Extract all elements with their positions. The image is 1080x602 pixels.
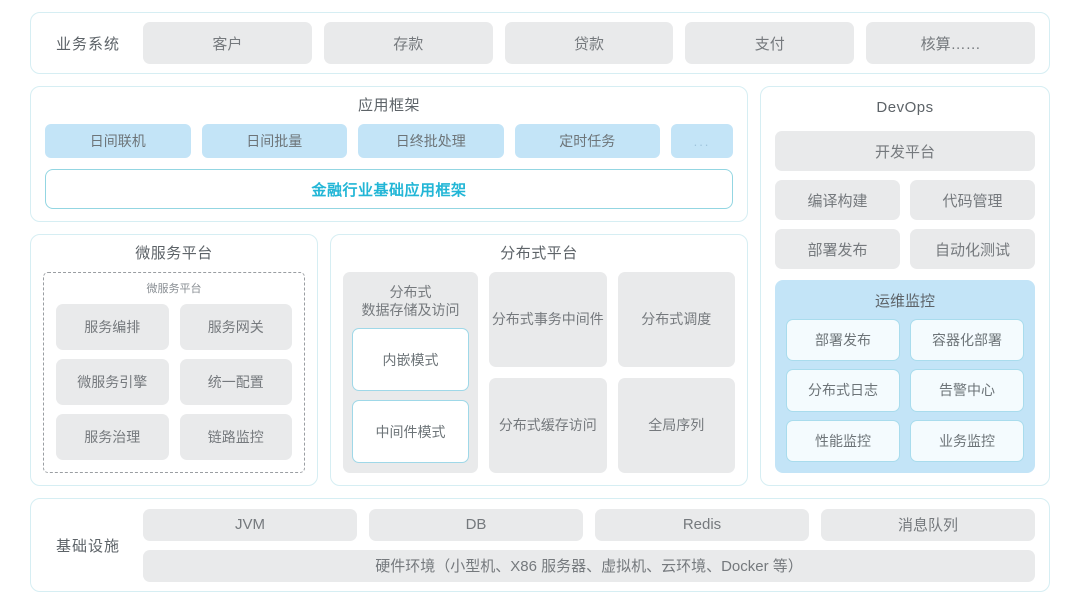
application-framework-modes: 日间联机 日间批量 日终批处理 定时任务 ... bbox=[45, 124, 733, 158]
business-system-item[interactable]: 存款 bbox=[323, 22, 493, 64]
platform-column: 应用框架 日间联机 日间批量 日终批处理 定时任务 ... 金融行业基础应用框架… bbox=[30, 86, 748, 486]
business-systems-panel: 业务系统 客户 存款 贷款 支付 核算…… bbox=[30, 12, 1050, 74]
app-framework-mode[interactable]: 日间批量 bbox=[201, 124, 347, 158]
microservice-item[interactable]: 服务编排 bbox=[56, 304, 169, 350]
ops-monitoring-item[interactable]: 业务监控 bbox=[910, 419, 1024, 462]
devops-item[interactable]: 部署发布 bbox=[775, 229, 900, 269]
distributed-component-line2: 缓存访问 bbox=[540, 417, 597, 434]
app-framework-mode[interactable]: 日终批处理 bbox=[358, 124, 504, 158]
ops-monitoring-item[interactable]: 部署发布 bbox=[786, 319, 900, 362]
devops-title: DevOps bbox=[876, 99, 934, 116]
infrastructure-item[interactable]: DB bbox=[369, 508, 583, 541]
devops-item[interactable]: 自动化测试 bbox=[910, 229, 1035, 269]
ops-monitoring-item[interactable]: 分布式日志 bbox=[786, 369, 900, 412]
microservice-item[interactable]: 微服务引擎 bbox=[56, 359, 169, 405]
distributed-storage-mode[interactable]: 中间件模式 bbox=[352, 400, 470, 463]
microservice-item[interactable]: 服务网关 bbox=[179, 304, 292, 350]
distributed-component-line1: 分布式 bbox=[491, 311, 534, 328]
devops-tools: 开发平台 编译构建 代码管理 部署发布 自动化测试 bbox=[775, 131, 1035, 269]
application-framework-title: 应用框架 bbox=[357, 97, 420, 114]
microservice-item[interactable]: 链路监控 bbox=[179, 414, 292, 460]
devops-platform[interactable]: 开发平台 bbox=[775, 131, 1035, 171]
devops-row: 部署发布 自动化测试 bbox=[775, 229, 1035, 269]
distributed-platform-panel: 分布式平台 分布式 数据存储及访问 内嵌模式 中间件模式 bbox=[330, 234, 748, 486]
ops-monitoring-item[interactable]: 告警中心 bbox=[910, 369, 1024, 412]
distributed-component[interactable]: 分布式 事务中间件 bbox=[489, 272, 607, 367]
distributed-component-line1: 分布式 bbox=[498, 417, 541, 434]
base-application-framework-banner: 金融行业基础应用框架 bbox=[45, 169, 733, 209]
devops-item[interactable]: 代码管理 bbox=[910, 180, 1035, 220]
devops-row: 编译构建 代码管理 bbox=[775, 180, 1035, 220]
business-systems-label: 业务系统 bbox=[55, 35, 120, 53]
microservice-items: 服务编排 服务网关 微服务引擎 统一配置 服务治理 链路监控 bbox=[56, 304, 292, 460]
ops-monitoring-group: 运维监控 部署发布 容器化部署 分布式日志 告警中心 性能监控 业务监控 bbox=[775, 280, 1035, 473]
hardware-environment[interactable]: 硬件环境（小型机、X86 服务器、虚拟机、云环境、Docker 等） bbox=[143, 549, 1035, 582]
microservice-platform-title: 微服务平台 bbox=[135, 245, 213, 262]
distributed-storage-title-line2: 数据存储及访问 bbox=[361, 301, 460, 318]
microservice-inner-title: 微服务平台 bbox=[146, 283, 202, 295]
ops-monitoring-item[interactable]: 性能监控 bbox=[786, 419, 900, 462]
ops-monitoring-items: 部署发布 容器化部署 分布式日志 告警中心 性能监控 业务监控 bbox=[786, 319, 1024, 462]
business-system-item[interactable]: 支付 bbox=[685, 22, 855, 64]
business-system-item[interactable]: 贷款 bbox=[504, 22, 674, 64]
devops-item[interactable]: 编译构建 bbox=[775, 180, 900, 220]
infrastructure-item[interactable]: JVM bbox=[143, 508, 357, 541]
microservice-platform-panel: 微服务平台 微服务平台 服务编排 服务网关 微服务引擎 统一配置 服务治理 链路… bbox=[30, 234, 318, 486]
business-systems-list: 客户 存款 贷款 支付 核算…… bbox=[143, 22, 1035, 64]
business-system-item[interactable]: 客户 bbox=[143, 22, 312, 64]
ops-monitoring-item[interactable]: 容器化部署 bbox=[910, 319, 1024, 362]
ops-monitoring-title: 运维监控 bbox=[874, 293, 935, 310]
distributed-storage-title: 分布式 数据存储及访问 bbox=[352, 281, 469, 328]
app-framework-mode[interactable]: 定时任务 bbox=[514, 124, 660, 158]
distributed-components: 分布式 事务中间件 分布式调度 分布式 缓存访问 全局序列 bbox=[489, 272, 735, 473]
app-framework-more[interactable]: ... bbox=[671, 124, 733, 158]
distributed-component-line2: 事务中间件 bbox=[533, 311, 604, 328]
distributed-component[interactable]: 全局序列 bbox=[617, 378, 735, 473]
distributed-storage-mode[interactable]: 内嵌模式 bbox=[352, 328, 470, 391]
infrastructure-label: 基础设施 bbox=[55, 537, 120, 555]
microservice-item[interactable]: 统一配置 bbox=[179, 359, 292, 405]
microservice-item[interactable]: 服务治理 bbox=[56, 414, 169, 460]
business-system-item[interactable]: 核算…… bbox=[866, 22, 1035, 64]
infrastructure-item[interactable]: Redis bbox=[595, 508, 809, 541]
devops-panel: DevOps 开发平台 编译构建 代码管理 部署发布 自动化测试 运维监控 部署… bbox=[760, 86, 1050, 486]
infrastructure-components: JVM DB Redis 消息队列 bbox=[143, 508, 1035, 541]
distributed-storage-title-line1: 分布式 bbox=[389, 284, 432, 300]
application-framework-panel: 应用框架 日间联机 日间批量 日终批处理 定时任务 ... 金融行业基础应用框架 bbox=[30, 86, 748, 222]
distributed-grid: 分布式 数据存储及访问 内嵌模式 中间件模式 分布式 事务中间件 分布式调度 bbox=[343, 272, 735, 473]
distributed-platform-title: 分布式平台 bbox=[500, 245, 578, 262]
infrastructure-stack: JVM DB Redis 消息队列 硬件环境（小型机、X86 服务器、虚拟机、云… bbox=[143, 508, 1035, 582]
microservice-inner-group: 微服务平台 服务编排 服务网关 微服务引擎 统一配置 服务治理 链路监控 bbox=[43, 272, 305, 473]
hardware-environment-row: 硬件环境（小型机、X86 服务器、虚拟机、云环境、Docker 等） bbox=[143, 549, 1035, 582]
distributed-component[interactable]: 分布式调度 bbox=[617, 272, 735, 367]
distributed-storage-group: 分布式 数据存储及访问 内嵌模式 中间件模式 bbox=[343, 272, 479, 473]
app-framework-mode[interactable]: 日间联机 bbox=[45, 124, 191, 158]
infrastructure-panel: 基础设施 JVM DB Redis 消息队列 硬件环境（小型机、X86 服务器、… bbox=[30, 498, 1050, 592]
infrastructure-item[interactable]: 消息队列 bbox=[821, 508, 1035, 541]
middle-region: 应用框架 日间联机 日间批量 日终批处理 定时任务 ... 金融行业基础应用框架… bbox=[30, 86, 1050, 486]
distributed-component[interactable]: 分布式 缓存访问 bbox=[489, 378, 607, 473]
lower-platforms: 微服务平台 微服务平台 服务编排 服务网关 微服务引擎 统一配置 服务治理 链路… bbox=[30, 234, 748, 486]
